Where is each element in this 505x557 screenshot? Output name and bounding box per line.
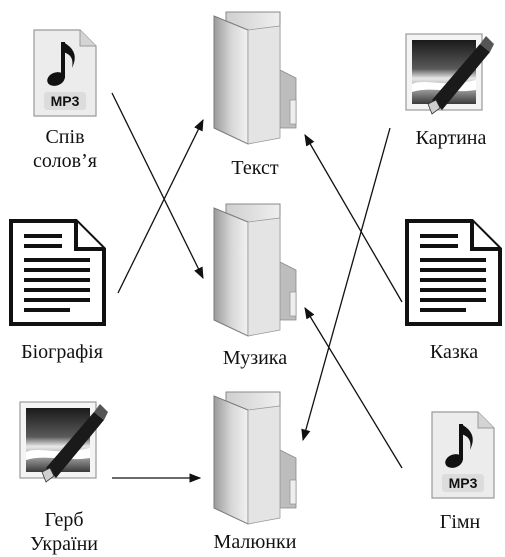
file-label-herb: Герб України [14, 508, 114, 556]
mp3-badge-text: MP3 [51, 93, 80, 109]
arrow-song-to-music [111, 92, 204, 280]
folder-icon[interactable] [200, 200, 310, 340]
picture-file-icon[interactable] [16, 398, 108, 490]
file-label-herb-line1: Герб [44, 509, 84, 531]
picture-file-icon[interactable] [402, 30, 494, 122]
file-label-biography: Біографія [21, 341, 103, 363]
arrow-biography-to-text [117, 118, 204, 294]
folder-label-music: Музика [222, 347, 288, 369]
arrow-painting-to-pictures [301, 127, 391, 442]
file-label-song-line2: солов’я [33, 150, 97, 172]
file-label-herb-line2: України [30, 533, 98, 555]
mp3-file-icon[interactable]: MP3 [30, 28, 100, 120]
file-label-painting: Картина [415, 127, 487, 149]
mp3-file-icon[interactable]: MP3 [428, 410, 498, 502]
file-label-song-line1: Спів [45, 126, 85, 148]
file-label-anthem: Гімн [439, 511, 481, 533]
file-label-song: Спів солов’я [10, 125, 120, 173]
folder-icon[interactable] [200, 8, 310, 148]
document-file-icon[interactable] [8, 218, 108, 328]
folder-label-text: Текст [231, 157, 279, 179]
document-file-icon[interactable] [404, 218, 504, 328]
mp3-badge-text: MP3 [449, 475, 478, 491]
arrow-tale-to-text [304, 133, 403, 303]
arrow-anthem-to-music [304, 306, 403, 469]
file-label-tale: Казка [429, 341, 479, 363]
folder-label-pictures: Малюнки [213, 531, 297, 553]
folder-icon[interactable] [200, 388, 310, 528]
